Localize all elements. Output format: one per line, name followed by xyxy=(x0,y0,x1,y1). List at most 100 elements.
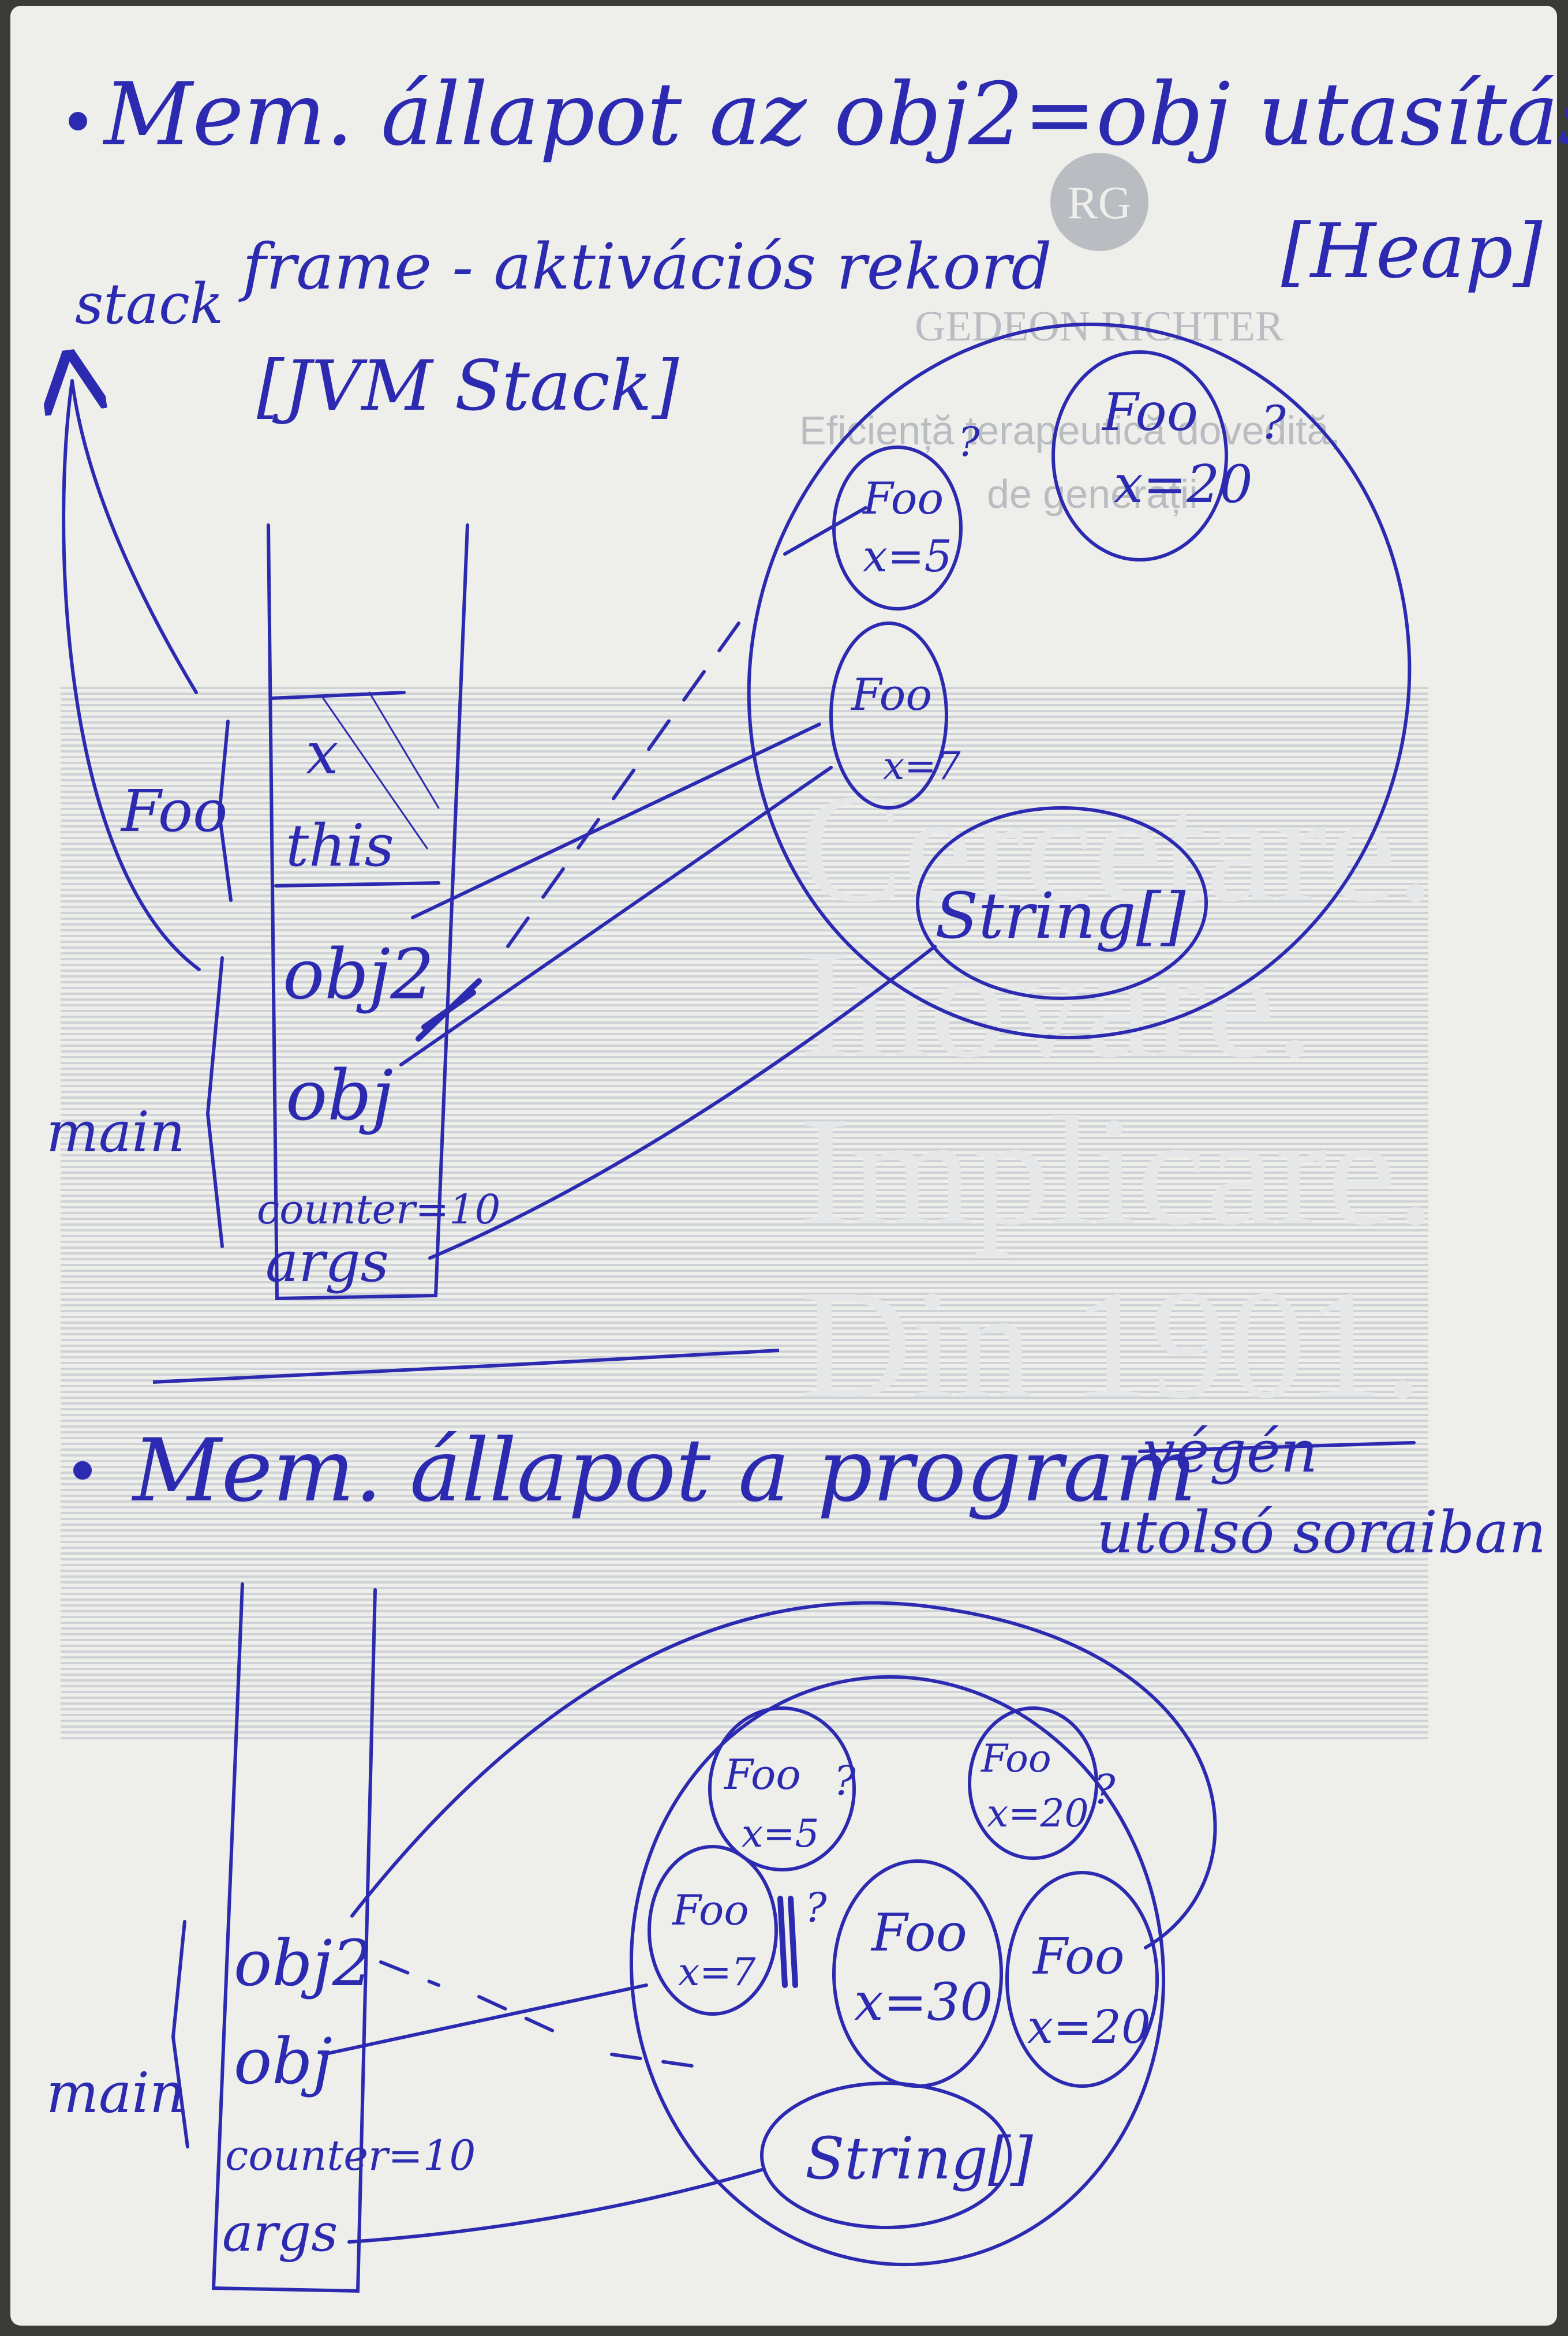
tagline-line-2: de generații xyxy=(987,471,1198,516)
object-class: Foo xyxy=(862,473,944,524)
brand-name: GEDEON RICHTER xyxy=(915,303,1284,350)
heap-object: Foo x=30 xyxy=(832,1859,1003,2088)
section-1: Mem. állapot az obj2=obj utasításig stac… xyxy=(46,65,1568,1301)
strike-marks xyxy=(416,978,482,1042)
heap-object: Foo x=5 ? xyxy=(708,1706,856,1871)
slot-counter: counter=10 xyxy=(225,2131,476,2180)
object-value: x=7 xyxy=(678,1950,756,1994)
slot-counter: counter=10 xyxy=(257,1186,500,1233)
object-ellipse xyxy=(648,1845,778,2016)
object-ellipse xyxy=(832,446,963,611)
object-value: x=7 xyxy=(883,744,961,788)
bullet-1 xyxy=(69,112,87,130)
heap-object: Foo x=20 ? xyxy=(1051,350,1286,561)
slot-x: x xyxy=(306,720,338,787)
bullet-2 xyxy=(73,1461,92,1480)
heap-object: Foo x=20 xyxy=(1005,1871,1159,2088)
frame-divider xyxy=(274,881,440,888)
jvm-stack-label: [JVM Stack] xyxy=(257,346,679,426)
object-mark: ? xyxy=(1261,396,1286,450)
big-line-4: Din 1901. xyxy=(799,1258,1423,1431)
heap-ellipse-2 xyxy=(629,1675,1166,2267)
slot-args: args xyxy=(222,2203,338,2263)
heap-object: Foo x=20 ? xyxy=(968,1706,1116,1860)
frame-label: frame - aktivációs rekord xyxy=(238,230,1052,304)
slot-obj: obj xyxy=(234,2024,332,2098)
object-value: x=5 xyxy=(742,1811,819,1856)
section-divider xyxy=(152,1349,780,1384)
object-class: Foo xyxy=(981,1736,1051,1781)
object-ellipse xyxy=(916,806,1208,1000)
object-value: x=20 xyxy=(987,1791,1089,1836)
heap-object: String[] xyxy=(760,2082,1034,2229)
object-class: Foo xyxy=(1032,1928,1125,1986)
slot-top-line xyxy=(270,691,406,700)
object-mark: ? xyxy=(834,1757,856,1805)
object-class: Foo xyxy=(1101,382,1198,443)
heap-object: Foo x=5 ? xyxy=(832,418,980,611)
object-class: Foo xyxy=(870,1903,967,1963)
slot-this: this xyxy=(286,812,394,879)
stripe-band xyxy=(61,687,1428,1743)
strikethrough xyxy=(1138,1441,1416,1453)
ref-args-to-string xyxy=(428,945,937,1260)
main-frame-brace xyxy=(205,956,224,1248)
logo-circle xyxy=(1050,153,1148,251)
heading-1: Mem. állapot az obj2=obj utasításig xyxy=(102,65,1568,165)
foo-frame-label: Foo xyxy=(120,777,227,845)
heap-ellipse xyxy=(747,323,1412,1039)
object-ellipse xyxy=(968,1706,1098,1860)
hatch-2 xyxy=(368,691,440,809)
heading-2: Mem. állapot a program xyxy=(131,1421,1197,1521)
big-line-3: Implicare. xyxy=(799,1085,1435,1257)
object-ellipse xyxy=(1005,1871,1159,2088)
object-class: Foo xyxy=(671,1886,749,1934)
ref-obj2-old-dashed xyxy=(379,1960,694,2068)
frame-bracket-curve xyxy=(62,379,201,971)
slot-obj2: obj2 xyxy=(234,1926,373,2000)
heading-tail: utolsó soraiban xyxy=(1097,1499,1546,1566)
heap-object: Foo x=7 xyxy=(829,622,961,810)
stack-label: stack xyxy=(75,272,223,336)
heap-object: Foo x=7 ? xyxy=(648,1845,827,2016)
ref-obj2-to-foo7 xyxy=(411,722,821,919)
object-class: Foo xyxy=(850,669,932,720)
strike-mark-2 xyxy=(777,1896,798,1988)
object-ellipse xyxy=(708,1706,856,1871)
main-frame-label-2: main xyxy=(46,2061,185,2125)
object-class: String[] xyxy=(935,879,1186,953)
slot-args: args xyxy=(265,1230,389,1294)
object-ellipse xyxy=(829,622,948,810)
heap-object: String[] xyxy=(916,806,1208,1000)
object-value: x=5 xyxy=(863,530,952,582)
main-frame-label: main xyxy=(46,1100,185,1165)
slot-obj2: obj2 xyxy=(283,935,435,1015)
main-frame-brace-2 xyxy=(171,1920,189,2148)
object-class: String[] xyxy=(805,2125,1034,2192)
stack-column xyxy=(267,523,469,1301)
big-line-2: Inovare. xyxy=(799,918,1314,1090)
heap-label: [Heap] xyxy=(1281,207,1543,295)
hatch-1 xyxy=(322,697,428,849)
ref-obj2-old-tail xyxy=(783,506,867,556)
object-mark: ? xyxy=(805,1884,827,1931)
object-mark: ? xyxy=(1094,1766,1116,1813)
ref-obj-to-foo7 xyxy=(321,1983,648,2056)
ref-obj-to-foo7 xyxy=(399,766,833,1066)
object-ellipse xyxy=(1051,350,1228,561)
section-2: Mem. állapot a program végén utolsó sora… xyxy=(46,1418,1546,2293)
ref-obj2-to-foo20 xyxy=(350,1601,1217,1949)
stack-arrow xyxy=(72,381,198,694)
ref-obj2-old-dashed xyxy=(506,622,740,948)
object-mark: ? xyxy=(958,418,980,466)
object-ellipse xyxy=(760,2082,1012,2229)
object-value: x=20 xyxy=(1027,2000,1151,2054)
object-value: x=30 xyxy=(854,1972,993,2032)
foo-frame-brace xyxy=(217,720,233,902)
slot-obj: obj xyxy=(286,1056,393,1136)
preprinted-background: RG GEDEON RICHTER Eficiență terapeutică … xyxy=(61,153,1435,1743)
stack-column-2 xyxy=(211,1582,377,2293)
tagline-line-1: Eficiență terapeutică dovedită, xyxy=(799,408,1341,453)
